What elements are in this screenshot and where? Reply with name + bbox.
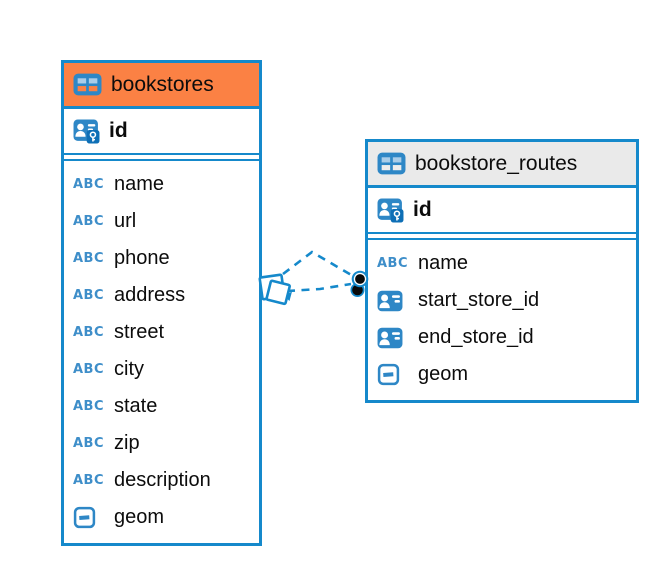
text-type-icon: ABC: [73, 362, 105, 377]
column-row[interactable]: end_store_id: [368, 319, 636, 356]
text-type-icon: ABC: [73, 473, 105, 488]
text-type-icon: ABC: [73, 288, 105, 303]
table-bookstores-header[interactable]: bookstores: [64, 63, 259, 109]
table-icon: [73, 73, 102, 96]
column-row[interactable]: ABC url: [64, 203, 259, 240]
primary-key-row[interactable]: id: [368, 188, 636, 234]
text-type-icon: ABC: [73, 399, 105, 414]
column-row[interactable]: ABC state: [64, 388, 259, 425]
column-name: url: [114, 210, 137, 232]
foreign-key-icon: [377, 327, 403, 349]
column-name: address: [114, 284, 186, 306]
column-name: street: [114, 321, 165, 343]
compartment-divider: [64, 155, 259, 159]
text-type-icon: ABC: [73, 177, 105, 192]
relationship-dashed-lines[interactable]: [282, 250, 354, 293]
primary-key-icon: [377, 198, 404, 223]
column-list: ABC name start_store_id end_store_id geo…: [368, 238, 636, 400]
compartment-divider: [368, 234, 636, 238]
text-type-icon: ABC: [377, 256, 409, 271]
column-row[interactable]: ABC phone: [64, 240, 259, 277]
table-bookstores[interactable]: bookstores id ABC name ABC url ABC phone…: [61, 60, 262, 546]
column-row[interactable]: ABC zip: [64, 425, 259, 462]
column-row[interactable]: start_store_id: [368, 282, 636, 319]
column-name: zip: [114, 432, 140, 454]
text-type-icon: ABC: [73, 214, 105, 229]
primary-key-row[interactable]: id: [64, 109, 259, 155]
column-name: name: [418, 252, 469, 274]
column-name: description: [114, 469, 211, 491]
column-name: state: [114, 395, 158, 417]
text-type-icon: ABC: [73, 436, 105, 451]
column-name: start_store_id: [418, 289, 540, 311]
column-name: geom: [114, 506, 165, 528]
table-name: bookstore_routes: [415, 151, 578, 175]
foreign-key-icon: [377, 290, 403, 312]
column-list: ABC name ABC url ABC phone ABC address A…: [64, 159, 259, 543]
geometry-type-icon: [377, 363, 400, 386]
geometry-type-icon: [73, 506, 96, 529]
column-row[interactable]: geom: [368, 356, 636, 393]
column-name: end_store_id: [418, 326, 534, 348]
column-row[interactable]: ABC name: [64, 166, 259, 203]
column-row[interactable]: ABC street: [64, 314, 259, 351]
column-row[interactable]: ABC address: [64, 277, 259, 314]
text-type-icon: ABC: [73, 325, 105, 340]
primary-key-icon: [73, 119, 100, 144]
column-name: geom: [418, 363, 469, 385]
column-row[interactable]: ABC name: [368, 245, 636, 282]
column-row[interactable]: ABC city: [64, 351, 259, 388]
text-type-icon: ABC: [73, 251, 105, 266]
column-row[interactable]: ABC description: [64, 462, 259, 499]
primary-key-name: id: [109, 119, 128, 142]
table-bookstore-routes[interactable]: bookstore_routes id ABC name start_store…: [365, 139, 639, 403]
column-name: city: [114, 358, 144, 380]
column-name: name: [114, 173, 165, 195]
table-icon: [377, 152, 406, 175]
column-row[interactable]: geom: [64, 499, 259, 536]
table-bookstore-routes-header[interactable]: bookstore_routes: [368, 142, 636, 188]
relationship-source-marker[interactable]: [258, 273, 292, 306]
table-name: bookstores: [111, 72, 214, 96]
column-name: phone: [114, 247, 170, 269]
primary-key-name: id: [413, 198, 432, 221]
